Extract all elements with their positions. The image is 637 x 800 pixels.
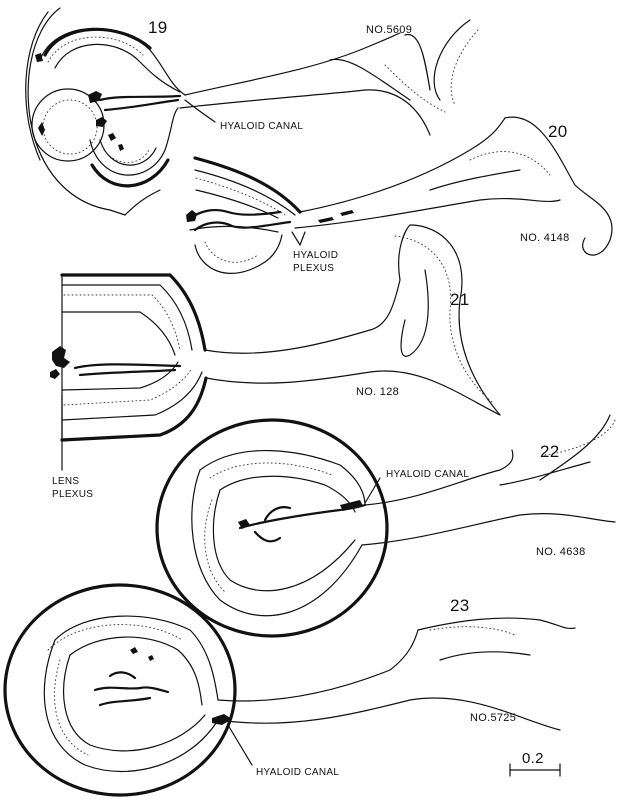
figure-21-number: 21 xyxy=(450,290,470,309)
figure-20-specimen: NO. 4148 xyxy=(520,232,570,244)
figure-22-number: 22 xyxy=(540,442,560,461)
figure-22-drawing xyxy=(155,414,616,638)
figure-21-drawing xyxy=(50,224,501,471)
figure-19-number: 19 xyxy=(148,18,168,37)
figure-20-number: 20 xyxy=(548,122,568,141)
scale-bar-drawing xyxy=(509,763,561,777)
figure-19-specimen: NO.5609 xyxy=(366,24,413,36)
figure-22-specimen: NO. 4638 xyxy=(536,546,586,558)
figure-22-hyaloid-canal-label: HYALOID CANAL xyxy=(386,469,470,480)
figure-19-drawing xyxy=(25,7,479,216)
figure-21-lens-label: LENS xyxy=(52,476,80,487)
figure-23-number: 23 xyxy=(450,596,470,615)
figure-23-specimen: NO.5725 xyxy=(470,712,517,724)
figure-23-drawing xyxy=(3,583,576,797)
figure-20-hyaloid-label: HYALOID xyxy=(293,250,339,261)
figure-20-plexus-label: PLEXUS xyxy=(293,263,335,274)
figure-23-hyaloid-canal-label: HYALOID CANAL xyxy=(256,767,340,778)
figure-21-plexus-label: PLEXUS xyxy=(52,489,94,500)
figure-20-drawing xyxy=(186,116,613,274)
figure-21-specimen: NO. 128 xyxy=(356,386,400,398)
figure-19-hyaloid-canal-label: HYALOID CANAL xyxy=(220,121,304,132)
scale-bar-label: 0.2 xyxy=(522,750,544,767)
